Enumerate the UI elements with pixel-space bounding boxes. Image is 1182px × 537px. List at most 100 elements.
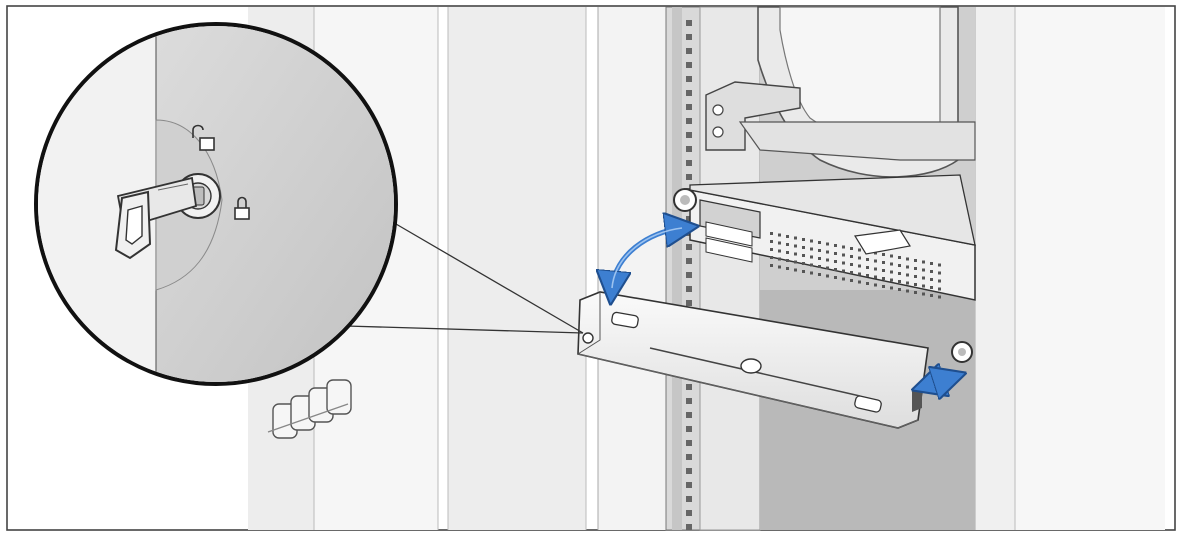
rail-hole [686, 62, 692, 68]
vent-hole [898, 288, 901, 291]
curved-arrow-icon [612, 228, 682, 288]
vent-hole [850, 263, 853, 266]
vent-hole [818, 273, 821, 276]
vent-hole [938, 263, 941, 267]
vent-hole [786, 259, 789, 262]
double-arrow-icon [928, 378, 950, 385]
cable-clips [267, 379, 352, 439]
vent-hole [882, 277, 885, 280]
vent-hole [794, 268, 797, 272]
rail-hole [686, 118, 692, 124]
vent-hole [810, 255, 813, 259]
vent-hole [874, 267, 877, 271]
rail-bracket [705, 81, 801, 151]
vent-hole [930, 278, 933, 281]
vent-hole [842, 253, 845, 257]
vent-hole [802, 254, 805, 257]
rail-hole [686, 482, 692, 488]
vent-hole [890, 270, 893, 274]
vent-hole [858, 264, 861, 268]
vent-hole [874, 275, 877, 279]
vent-hole [898, 280, 901, 283]
vent-hole [810, 247, 813, 251]
vent-hole [882, 285, 885, 288]
vent-hole [922, 292, 925, 296]
rail-hole [686, 440, 692, 446]
vent-hole [850, 279, 853, 282]
vent-hole [922, 276, 925, 280]
key-icon [114, 176, 197, 260]
rail-hole [686, 496, 692, 502]
rail-hole [686, 132, 692, 138]
vent-hole [898, 264, 901, 267]
rail-hole [686, 34, 692, 40]
vent-hole [914, 275, 917, 278]
vent-hole [922, 260, 925, 264]
vent-hole [906, 289, 909, 293]
vent-hole [786, 267, 789, 270]
vent-hole [778, 241, 781, 245]
vent-hole [874, 251, 877, 255]
vent-hole [818, 241, 821, 244]
vent-hole [842, 245, 845, 249]
vent-hole [906, 273, 909, 277]
vent-hole [882, 253, 885, 256]
vent-hole [874, 283, 877, 287]
vent-hole [810, 263, 813, 267]
rail-hole [686, 160, 692, 166]
vent-hole [770, 256, 773, 259]
vent-hole [786, 251, 789, 254]
vent-hole [770, 264, 773, 267]
vent-hole [922, 284, 925, 288]
vent-hole [866, 258, 869, 261]
rail-hole [686, 468, 692, 474]
rail-hole [686, 104, 692, 110]
vent-hole [826, 242, 829, 246]
vent-hole [842, 277, 845, 281]
rail-hole [686, 244, 692, 250]
vent-hole [930, 270, 933, 273]
rail-hole [686, 286, 692, 292]
rail-hole [686, 76, 692, 82]
vent-hole [874, 259, 877, 263]
vent-hole [834, 252, 837, 255]
rail-hole [686, 90, 692, 96]
vent-hole [938, 271, 941, 275]
vent-hole [818, 265, 821, 268]
vent-hole [938, 279, 941, 283]
vent-hole [866, 266, 869, 269]
rail-hole [686, 524, 692, 530]
vent-hole [770, 240, 773, 243]
vent-hole [826, 250, 829, 254]
vent-hole [810, 271, 813, 275]
rail-hole [686, 20, 692, 26]
rail-hole [686, 48, 692, 54]
server-chassis [673, 174, 976, 363]
vent-hole [938, 287, 941, 291]
rail-hole [686, 454, 692, 460]
vent-hole [794, 252, 797, 256]
vent-hole [890, 262, 893, 266]
vent-hole [914, 283, 917, 286]
rail-hole [686, 146, 692, 152]
vent-hole [802, 270, 805, 273]
vent-hole [770, 232, 773, 235]
vent-hole [866, 274, 869, 277]
vent-hole [930, 294, 933, 297]
vent-hole [778, 257, 781, 261]
shelf [738, 121, 976, 161]
vent-hole [906, 281, 909, 285]
vent-hole [858, 280, 861, 284]
vent-hole [834, 244, 837, 247]
vent-hole [882, 269, 885, 272]
vent-hole [794, 260, 797, 264]
front-bezel [577, 291, 929, 429]
vent-hole [850, 271, 853, 274]
lock-icon [234, 196, 250, 220]
vent-hole [826, 258, 829, 262]
vent-hole [890, 254, 893, 258]
vent-hole [818, 249, 821, 252]
vent-hole [794, 244, 797, 248]
rail-hole [686, 272, 692, 278]
